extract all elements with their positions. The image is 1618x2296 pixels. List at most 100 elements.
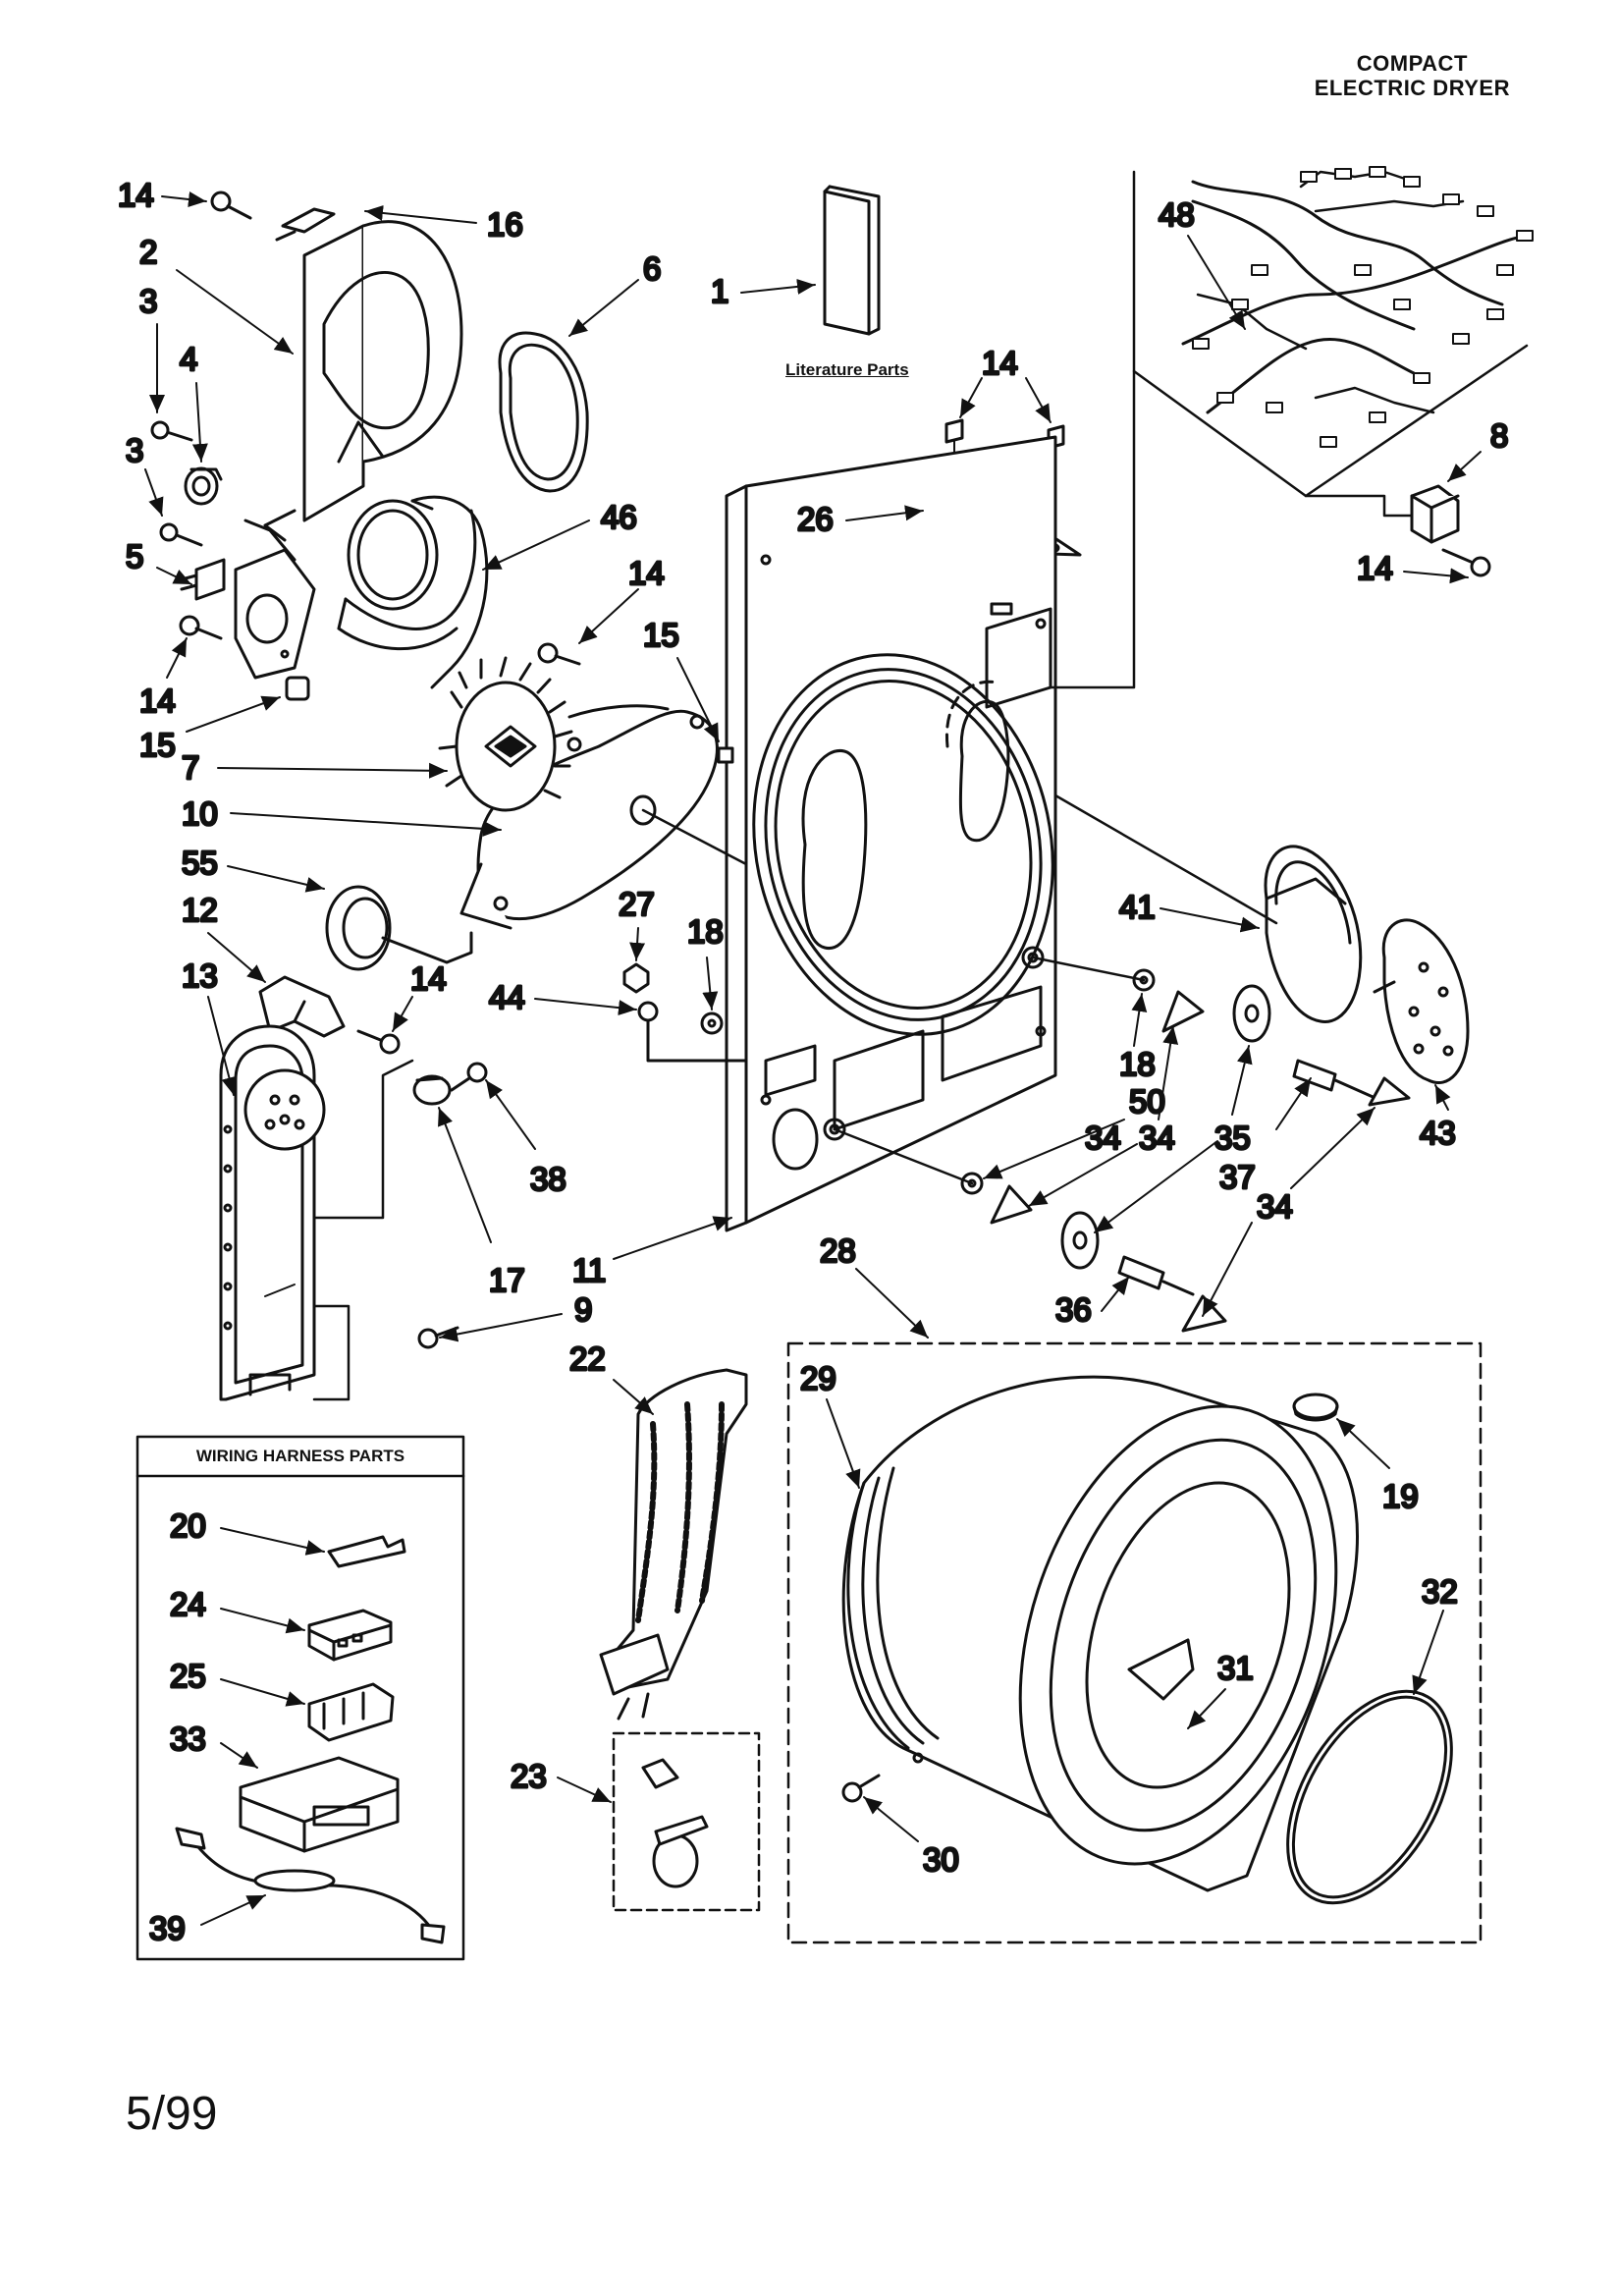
callout-20: 20 — [170, 1507, 206, 1544]
callout-6: 6 — [643, 250, 661, 287]
callout-35-a: 35 — [1214, 1120, 1251, 1156]
leader-11-harness — [1049, 369, 1136, 689]
blower-wheel-7 — [438, 656, 573, 812]
roller-35-lower — [1060, 1211, 1100, 1270]
screw-3-upper — [150, 420, 193, 442]
header-line-1: COMPACT — [1356, 51, 1468, 76]
switch-5 — [180, 558, 226, 601]
screw-9 — [417, 1326, 459, 1349]
callout-18-a: 18 — [687, 913, 724, 950]
screw-14-lower — [356, 1029, 401, 1055]
leader-wire-8 — [1304, 494, 1414, 518]
callout-34-a: 34 — [1139, 1120, 1175, 1156]
callout-43: 43 — [1420, 1115, 1456, 1151]
callout-labels: 14 16 2 3 4 3 5 14 15 6 1 46 14 — [117, 176, 1510, 1948]
callout-19: 19 — [1382, 1478, 1419, 1514]
wiring-harness-parts-box — [135, 1435, 465, 1961]
callout-13: 13 — [182, 957, 218, 994]
screw-14-right — [1441, 548, 1491, 577]
callout-39: 39 — [149, 1910, 186, 1946]
duct-plate-2 — [263, 220, 463, 542]
leader-41 — [1053, 793, 1278, 925]
relay-part-8 — [1410, 484, 1460, 544]
callout-25: 25 — [170, 1658, 206, 1694]
lint-grille-43 — [1373, 918, 1470, 1084]
revision-date: 5/99 — [126, 2088, 218, 2140]
seal-32 — [1286, 1689, 1453, 1905]
glide-19 — [1292, 1393, 1339, 1422]
dashed-box-23 — [612, 1731, 761, 1912]
callout-34-c: 34 — [1085, 1120, 1121, 1156]
callout-38: 38 — [530, 1161, 566, 1197]
callout-28: 28 — [820, 1232, 856, 1269]
callout-30: 30 — [923, 1841, 959, 1878]
callout-4: 4 — [180, 341, 197, 377]
callout-14-f: 14 — [1357, 550, 1393, 586]
callout-3-b: 3 — [126, 432, 143, 468]
callout-27: 27 — [619, 886, 655, 922]
callout-7: 7 — [182, 749, 199, 786]
callout-14-c: 14 — [628, 555, 665, 591]
support-34-lower — [990, 1184, 1033, 1225]
duct-46 — [337, 495, 489, 689]
callout-44: 44 — [489, 979, 525, 1015]
literature-parts-label: Literature Parts — [785, 360, 909, 379]
drum-29 — [841, 1375, 1359, 1892]
terminal-20 — [327, 1535, 406, 1568]
wiring-harness-parts-title: WIRING HARNESS PARTS — [195, 1447, 405, 1465]
heater-assembly-22 — [599, 1368, 748, 1721]
model-header: COMPACT ELECTRIC DRYER — [1315, 51, 1510, 100]
callout-9: 9 — [574, 1291, 592, 1328]
screw-14-top — [210, 191, 252, 220]
clip-16 — [275, 207, 336, 242]
filter-housing-41 — [1264, 845, 1363, 1023]
washer-18-left — [700, 1011, 724, 1035]
callout-8: 8 — [1490, 417, 1508, 454]
support-34-upper — [1161, 990, 1205, 1033]
shaft-36 — [1117, 1255, 1195, 1296]
callout-26: 26 — [797, 501, 834, 537]
header-line-2: ELECTRIC DRYER — [1314, 76, 1510, 100]
plug-15-left — [285, 676, 310, 701]
wiring-harness — [1132, 166, 1534, 498]
callout-24: 24 — [170, 1586, 206, 1622]
callout-41: 41 — [1119, 889, 1156, 925]
callout-3-a: 3 — [139, 283, 157, 319]
callout-55: 55 — [182, 845, 218, 881]
callout-36: 36 — [1055, 1291, 1092, 1328]
shaft-37 — [1292, 1059, 1381, 1102]
callout-37-label: 37 — [1219, 1159, 1256, 1195]
dashed-box-28 — [786, 1341, 1483, 1944]
terminal-block-33 — [239, 1756, 400, 1853]
leader-13 — [312, 1059, 414, 1220]
connector-24 — [307, 1609, 393, 1662]
blower-housing-10 — [459, 704, 719, 930]
screw-14-mid — [537, 642, 581, 666]
support-34-right — [1368, 1076, 1411, 1107]
bearing-55 — [325, 885, 473, 971]
axle-line-upper — [1031, 956, 1146, 982]
callout-cluster: 34 37 — [1084, 1119, 1258, 1197]
callout-5: 5 — [126, 538, 143, 574]
cord-39 — [175, 1827, 446, 1944]
screw-3-lower — [159, 522, 203, 547]
nut-27 — [622, 962, 650, 994]
callout-22: 22 — [569, 1340, 606, 1377]
callout-14-b: 14 — [139, 683, 176, 719]
screw-38 — [450, 1062, 488, 1092]
screw-44 — [637, 1001, 748, 1063]
callout-18-b: 18 — [1119, 1046, 1156, 1082]
rear-panel-13 — [219, 1024, 326, 1401]
callout-14-d: 14 — [410, 960, 447, 997]
leader-13b — [312, 1304, 351, 1401]
axle-line-lower — [833, 1127, 974, 1185]
callout-11: 11 — [572, 1252, 606, 1288]
plug-15-mid — [717, 746, 734, 764]
callout-2: 2 — [139, 234, 157, 270]
leader-10-shaft — [641, 808, 748, 866]
callout-33: 33 — [170, 1721, 206, 1757]
clamp-17 — [412, 1074, 452, 1106]
callout-32: 32 — [1422, 1573, 1458, 1610]
